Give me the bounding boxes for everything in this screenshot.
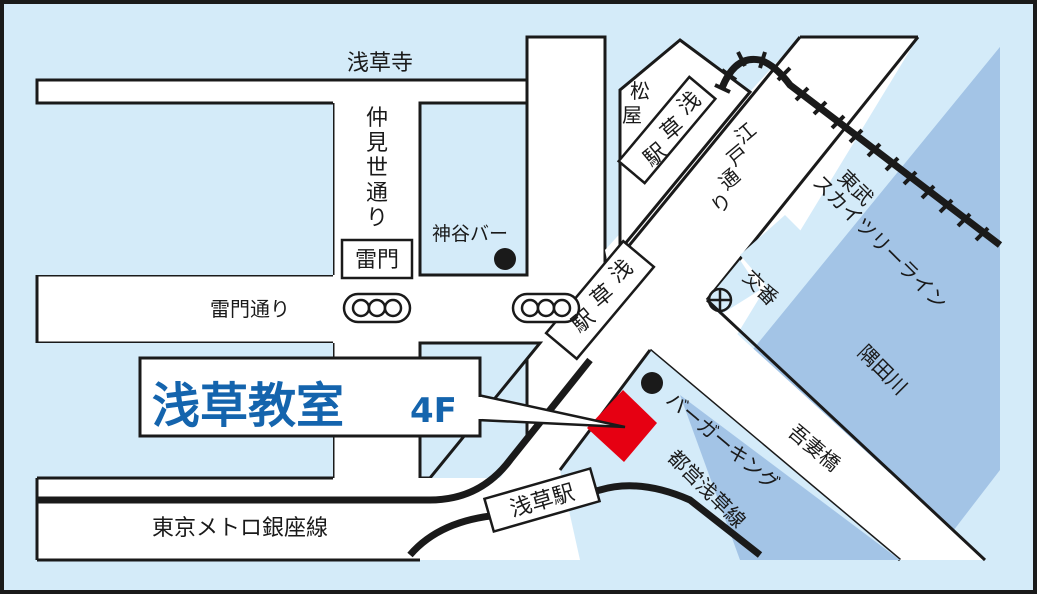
svg-text:仲: 仲: [366, 106, 388, 131]
label-kaminarimon: 雷門: [355, 248, 399, 273]
svg-text:屋: 屋: [622, 103, 642, 127]
road-sensoji: [35, 78, 529, 105]
svg-text:り: り: [366, 206, 388, 231]
destination-name: 浅草教室: [152, 378, 344, 434]
tobu-line-ties: [714, 51, 990, 242]
toei-asakusa-station-box: [482, 466, 602, 534]
traffic-light-icon: [342, 292, 412, 324]
burger-king-marker: [641, 372, 663, 394]
label-kamiya-bar: 神谷バー: [432, 223, 508, 245]
label-nakamise-dori: 仲 見 世 通 り: [366, 106, 388, 231]
destination-floor: 4F: [410, 391, 457, 431]
label-matsuya: 松: [630, 79, 650, 103]
traffic-light-icon: [511, 292, 581, 324]
label-sensoji: 浅草寺: [347, 51, 413, 76]
callout-box: [138, 356, 482, 438]
ginza-line-track: [37, 357, 593, 504]
label-kaminarimon-dori: 雷門通り: [210, 297, 290, 321]
svg-text:通: 通: [366, 181, 388, 206]
koban-icon: [707, 287, 733, 313]
svg-text:世: 世: [366, 156, 388, 181]
tobu-line-track: [718, 55, 1003, 248]
ginza-asakusa-station-box: [544, 239, 656, 361]
label-ginza-line: 東京メトロ銀座線: [152, 516, 328, 541]
kaminarimon-box: [340, 238, 414, 280]
kamiya-bar-marker: [494, 248, 516, 270]
label-edo-dori: 江 戸 通 り: [706, 118, 761, 219]
road-edo-dori: [420, 37, 918, 560]
tobu-asakusa-station-box: [616, 75, 718, 185]
svg-text:松: 松: [630, 79, 650, 103]
svg-text:見: 見: [366, 131, 388, 156]
